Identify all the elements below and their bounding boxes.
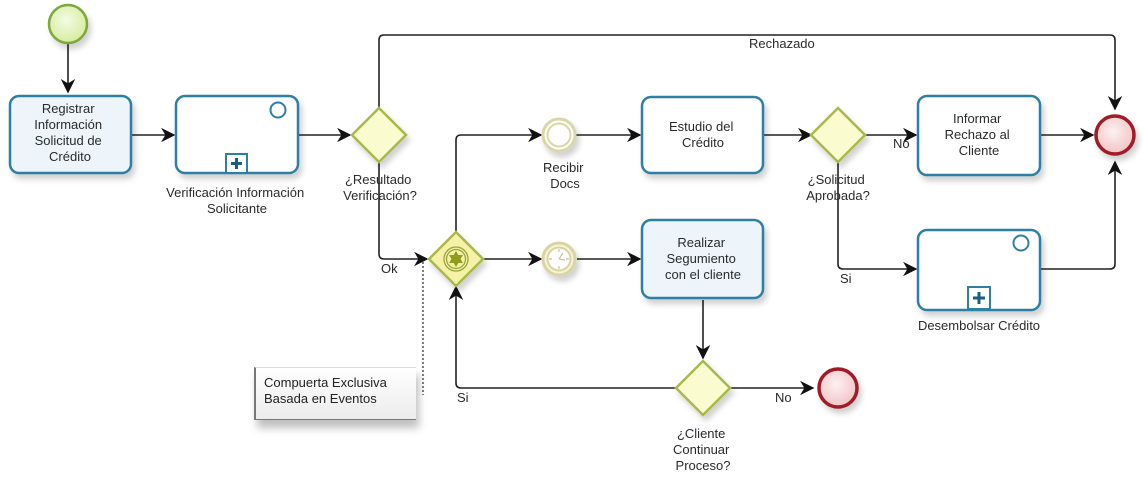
subprocess-desembolsar-label: Desembolsar Crédito — [918, 318, 1040, 333]
start-event[interactable] — [47, 3, 89, 45]
gateway-resultado-verificacion[interactable] — [350, 106, 408, 164]
gateway-event-based[interactable] — [427, 230, 485, 288]
gateway-solicitud-aprobada[interactable] — [809, 106, 867, 164]
subprocess-verificacion-label: Verificación Información Solicitante — [166, 185, 308, 216]
gateway-cliente-label: ¿Cliente Continuar Proceso? — [673, 426, 733, 473]
annotation-compuerta-exclusiva[interactable]: Compuerta Exclusiva Basada en Eventos — [254, 367, 416, 420]
boundary-event-icon — [269, 101, 287, 119]
task-registrar[interactable]: Registrar Información Solicitud de Crédi… — [8, 94, 133, 175]
edges — [60, 34, 1123, 396]
annotation-line-2: Basada en Eventos — [264, 391, 377, 406]
edge-ok[interactable] — [378, 162, 429, 267]
edge-gw-eventos-to-recibir-docs[interactable] — [455, 127, 543, 232]
intermediate-event-recibir-docs-label: Recibir Docs — [543, 160, 587, 191]
event-based-gateway-icon — [443, 246, 469, 272]
edge-rechazado[interactable] — [378, 34, 1123, 111]
gateway-solicitud-label: ¿Solicitud Aprobada? — [806, 172, 870, 203]
clock-icon — [549, 249, 569, 269]
task-estudio-credito[interactable]: Estudio del Crédito — [640, 95, 765, 175]
edge-label-si-cliente: Si — [457, 390, 469, 405]
edge-label-si-solicitud: Si — [840, 271, 852, 286]
boundary-event-icon — [1012, 234, 1030, 252]
intermediate-event-timer[interactable] — [541, 241, 577, 277]
task-realizar-seguimiento[interactable]: Realizar Segumiento con el cliente — [640, 218, 765, 300]
edge-desembolsar-to-end[interactable] — [1040, 160, 1123, 270]
end-event-secondary[interactable] — [817, 367, 859, 409]
edge-label-no-solicitud: No — [893, 136, 910, 151]
gateway-resultado-label: ¿Resultado Verificación? — [343, 172, 417, 203]
gateway-cliente-continuar[interactable] — [674, 359, 732, 417]
task-informar-label: Informar Rechazo al Cliente — [945, 111, 1014, 158]
subprocess-plus-icon — [967, 286, 991, 310]
task-seguimiento-label: Realizar Segumiento con el cliente — [665, 235, 741, 282]
edge-label-ok: Ok — [381, 261, 398, 276]
edge-si-solicitud[interactable] — [837, 162, 918, 277]
task-estudio-label: Estudio del Crédito — [669, 119, 737, 150]
intermediate-event-recibir-docs[interactable] — [541, 117, 577, 153]
subprocess-verificacion[interactable] — [174, 94, 300, 175]
edge-label-no-cliente: No — [775, 390, 792, 405]
subprocess-desembolsar[interactable] — [916, 228, 1042, 312]
edge-si-cliente[interactable] — [448, 285, 676, 389]
task-informar-rechazo[interactable]: Informar Rechazo al Cliente — [916, 94, 1042, 177]
task-registrar-label: Registrar Información Solicitud de Crédi… — [34, 101, 106, 164]
end-event-main[interactable] — [1094, 114, 1136, 156]
edge-label-rechazado: Rechazado — [749, 36, 815, 51]
annotation-line-1: Compuerta Exclusiva — [264, 375, 387, 390]
subprocess-plus-icon — [225, 153, 248, 174]
